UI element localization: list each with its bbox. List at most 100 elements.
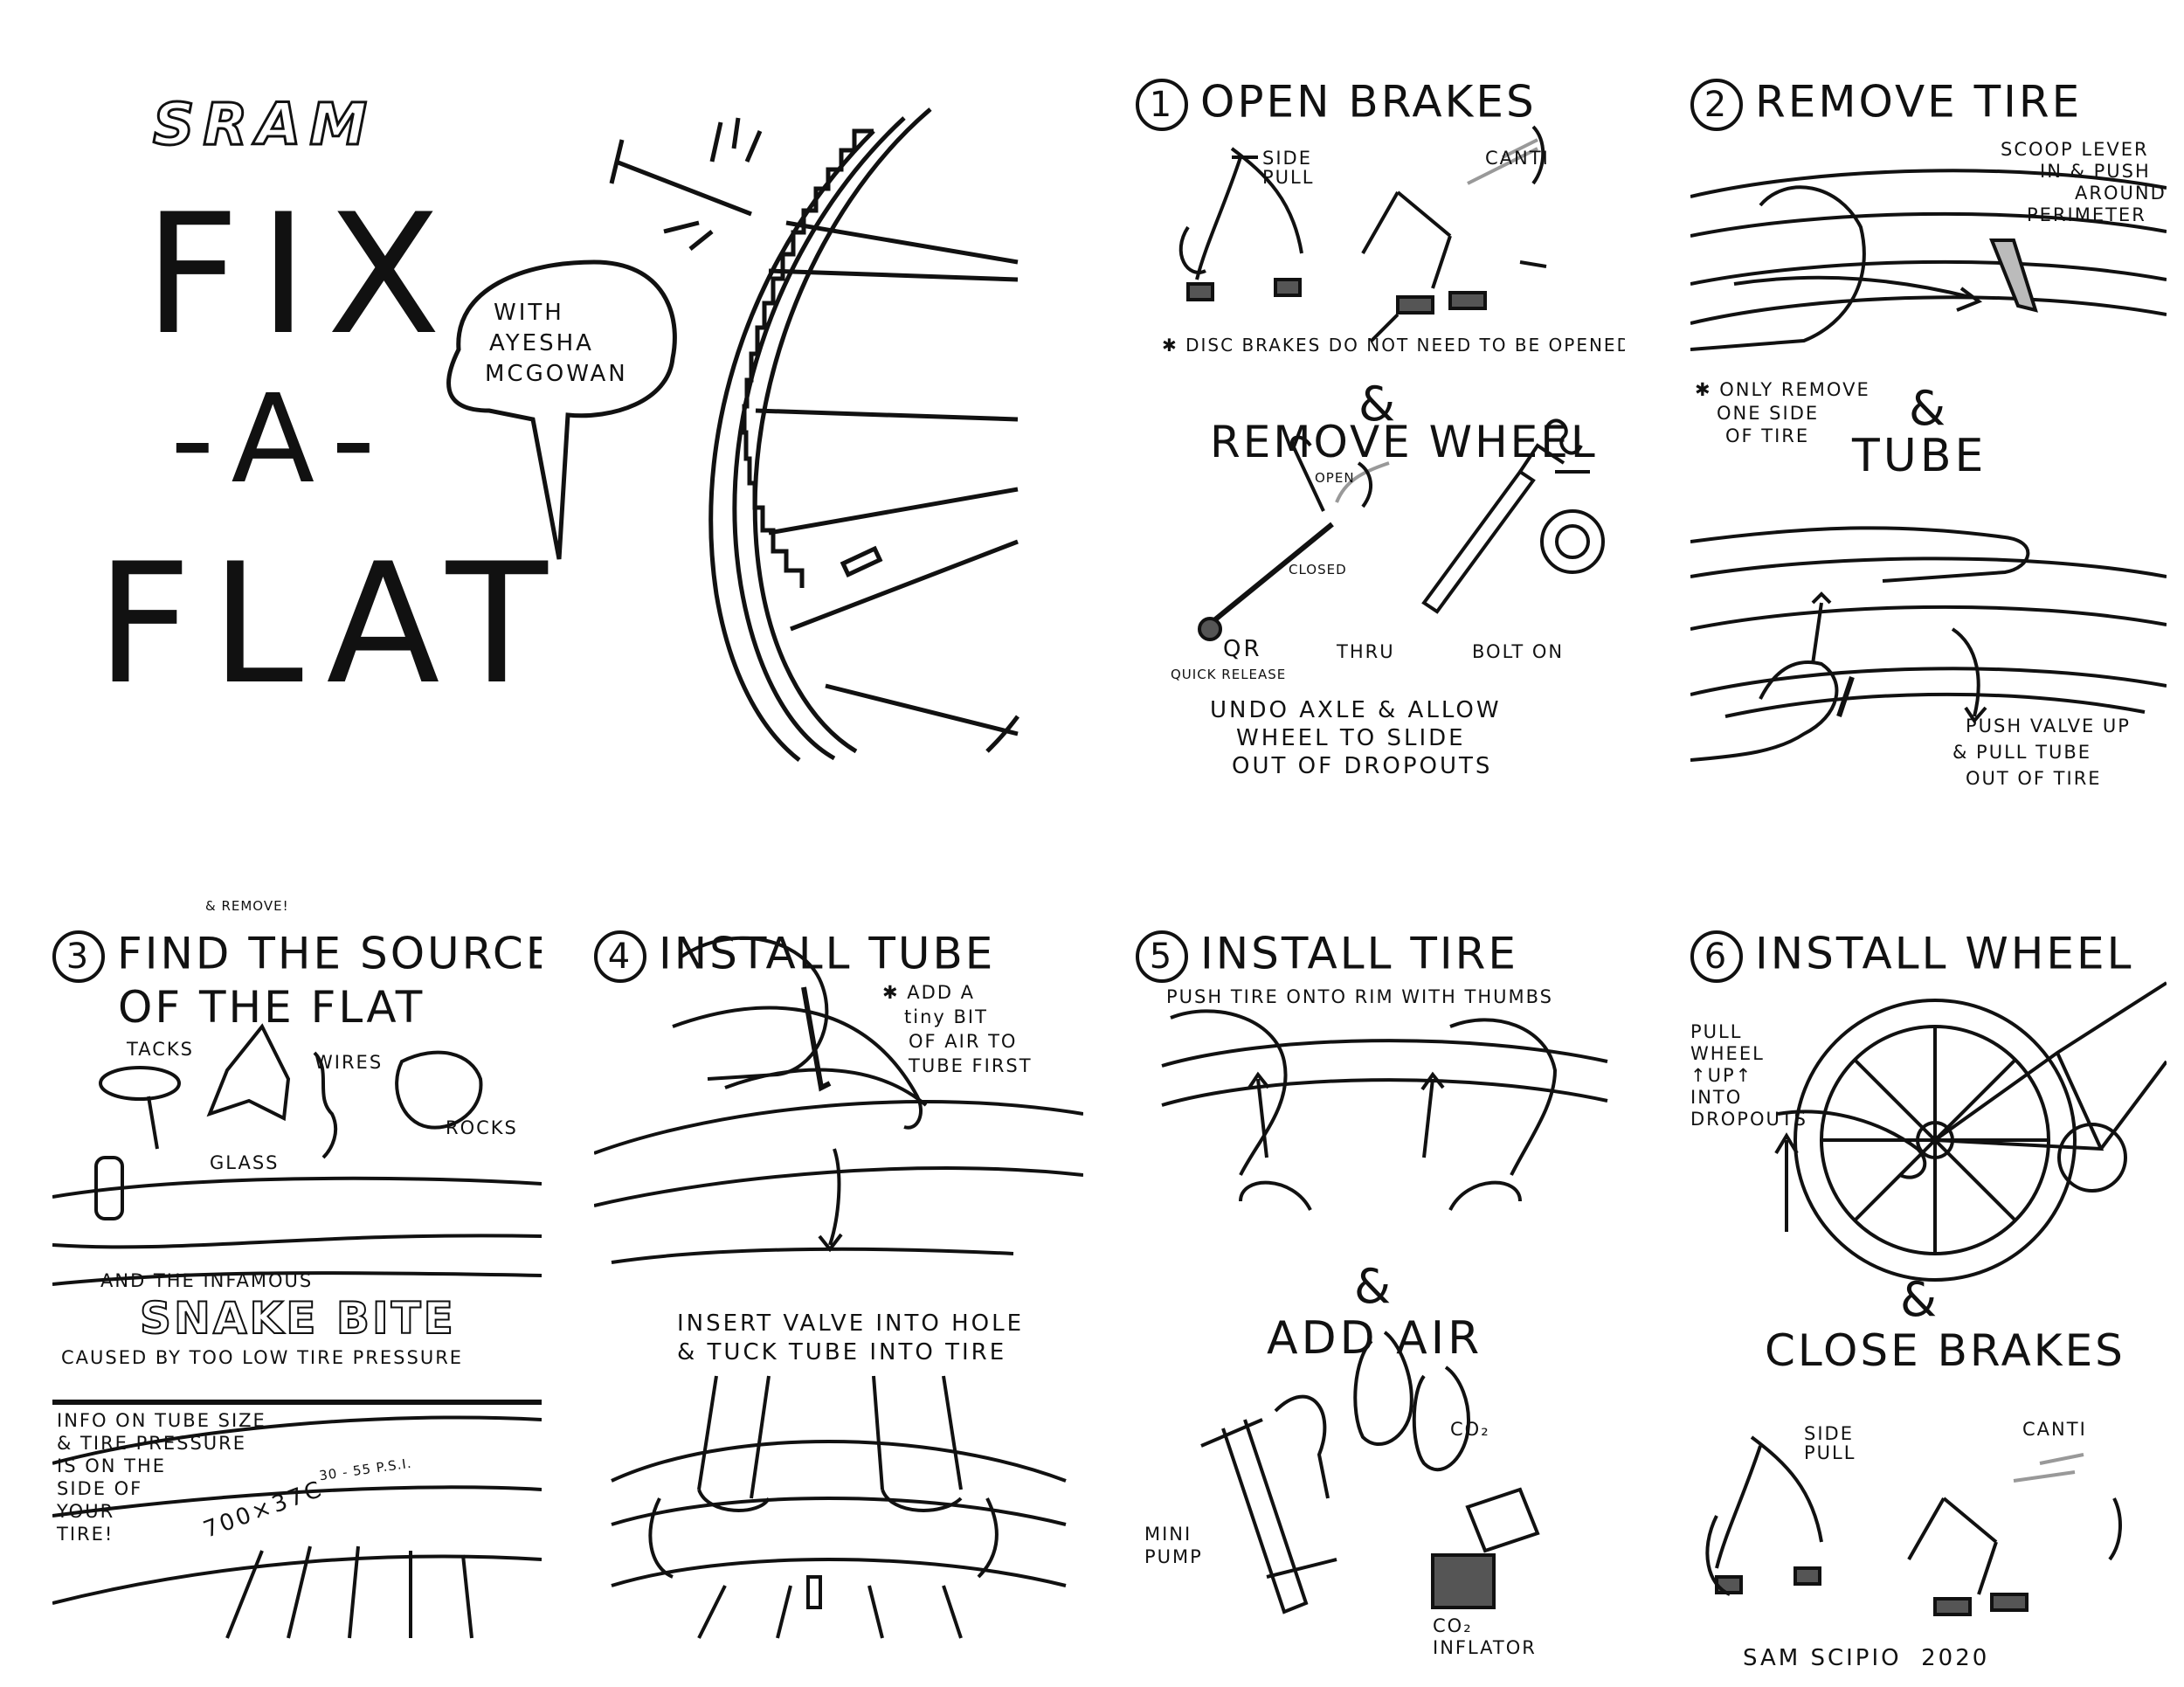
step2-amp: &	[1909, 381, 1946, 436]
add-2: tiny BIT	[904, 1006, 988, 1027]
disc-note: ✱ DISC BRAKES DO NOT NEED TO BE OPENED	[1162, 335, 1625, 356]
only-3: OF TIRE	[1725, 425, 1810, 446]
step2-title: REMOVE TIRE	[1755, 76, 2083, 128]
co2-inflator	[1465, 1487, 1540, 1553]
tack	[99, 1066, 181, 1101]
bolt-on-label: BOLT ON	[1472, 641, 1565, 662]
only-2: ONE SIDE	[1717, 403, 1820, 424]
tire-top	[1690, 169, 2167, 198]
add-3: OF AIR TO	[909, 1031, 1018, 1052]
hands-lower	[697, 1375, 963, 1499]
sram-logo: SRAM	[151, 91, 377, 158]
tire-lever	[1989, 239, 2038, 313]
add-4: TUBE FIRST	[909, 1055, 1033, 1076]
step3-number: 3	[52, 930, 105, 983]
sidepull-label-2: SIDE PULL	[1804, 1423, 1856, 1464]
snake-bite-label: SNAKE BITE	[139, 1293, 456, 1344]
caused-label: CAUSED BY TOO LOW TIRE PRESSURE	[61, 1347, 464, 1368]
cover-title-fix: FIX	[144, 178, 460, 371]
qr-label: QR	[1223, 636, 1262, 662]
step3-caret: & REMOVE!	[205, 898, 289, 914]
info-6: TIRE!	[57, 1524, 114, 1545]
step1-title: OPEN BRAKES	[1200, 76, 1537, 128]
credit: SAM SCIPIO 2020	[1743, 1645, 1990, 1671]
step4-illustration	[594, 936, 1083, 1639]
only-1: ✱ ONLY REMOVE	[1695, 379, 1870, 400]
step1-instr-3: OUT OF DROPOUTS	[1232, 753, 1493, 779]
glass	[206, 1023, 291, 1122]
tacks-label: TACKS	[127, 1039, 194, 1060]
bike-wheel	[1794, 999, 2077, 1282]
add-1: ✱ ADD A	[882, 982, 976, 1003]
step4-title: INSTALL TUBE	[659, 928, 996, 979]
step3-illustration	[52, 1023, 542, 1639]
step5-illustration	[1161, 1009, 1608, 1614]
tire-lower	[611, 1440, 1067, 1483]
tube-flat	[52, 1176, 542, 1249]
hand-upper	[680, 936, 829, 1081]
cover-panel: SRAM FIX -A- FLAT WITH AYESHA McGOWAN	[0, 0, 1092, 839]
step3-title-1a: FIND	[117, 928, 232, 979]
mini-pump	[1200, 1418, 1309, 1614]
scoop-4: PERIMETER	[2027, 204, 2146, 225]
co2-cartridge-1	[1353, 1331, 1413, 1447]
canti-brake	[1361, 190, 1452, 289]
sidepull-brake	[1715, 1435, 1823, 1569]
step6-title: INSTALL WHEEL	[1755, 928, 2134, 979]
info-1: INFO ON TUBE SIZE	[57, 1410, 266, 1431]
tire-upper	[594, 1100, 1083, 1155]
inflator-1: CO₂	[1433, 1615, 1473, 1636]
step2-illustration	[1690, 169, 2167, 762]
rocks-label: ROCKS	[446, 1117, 518, 1138]
chainring	[2057, 1123, 2127, 1193]
step1-amp: &	[1358, 377, 1396, 432]
co2-label: CO₂	[1450, 1419, 1490, 1440]
scoop-1: SCOOP LEVER	[2001, 139, 2149, 160]
infamous-label: AND THE INFAMOUS	[100, 1270, 314, 1291]
qr-sub-label: QUICK RELEASE	[1171, 667, 1287, 682]
bubble-line-2: AYESHA	[489, 330, 594, 356]
valve-stem	[94, 1156, 124, 1220]
hand-bottom	[1690, 526, 2030, 583]
wires-label: WIRES	[314, 1052, 384, 1073]
wheel-illustration	[609, 107, 1019, 762]
step6-amp: &	[1900, 1272, 1938, 1327]
pull-1: PULL	[1690, 1021, 1743, 1042]
insert-1: INSERT VALVE INTO HOLE	[677, 1310, 1025, 1337]
pull-4: INTO	[1690, 1087, 1743, 1108]
step5-number: 5	[1136, 930, 1188, 983]
step3-title-1b: THE SOURCE	[248, 928, 542, 979]
canti-label-2: CANTI	[2022, 1419, 2087, 1440]
tire-bottom	[1690, 557, 2167, 578]
qr-closed-label: CLOSED	[1289, 562, 1347, 577]
mini-2: PUMP	[1144, 1546, 1203, 1567]
glass-label: GLASS	[210, 1152, 280, 1173]
push-2: & PULL TUBE	[1952, 742, 2092, 763]
mini-1: MINI	[1144, 1524, 1192, 1545]
qr-open-label: OPEN	[1315, 470, 1355, 486]
step1-subtitle: REMOVE WHEEL	[1210, 417, 1598, 467]
push-3: OUT OF TIRE	[1966, 768, 2102, 789]
push-1: PUSH VALVE UP	[1966, 716, 2131, 736]
push-label: PUSH TIRE ONTO RIM WITH THUMBS	[1166, 986, 1553, 1007]
canti-label: CANTI	[1485, 148, 1550, 169]
step5-subtitle: ADD AIR	[1267, 1312, 1483, 1365]
pull-5: DROPOUTS	[1690, 1109, 1808, 1130]
scoop-2: IN & PUSH	[2040, 161, 2151, 182]
wire	[313, 1051, 338, 1159]
scoop-3: AROUND	[2075, 183, 2167, 204]
cover-illustration	[446, 107, 1019, 762]
thru-axle	[1421, 469, 1536, 614]
step3-title-2: OF THE FLAT	[118, 982, 425, 1033]
co2-cartridge-2	[1412, 1366, 1470, 1471]
cover-title-flat: FLAT	[96, 528, 567, 721]
qr-skewer	[1213, 522, 1334, 623]
step5-title: INSTALL TIRE	[1200, 928, 1518, 979]
